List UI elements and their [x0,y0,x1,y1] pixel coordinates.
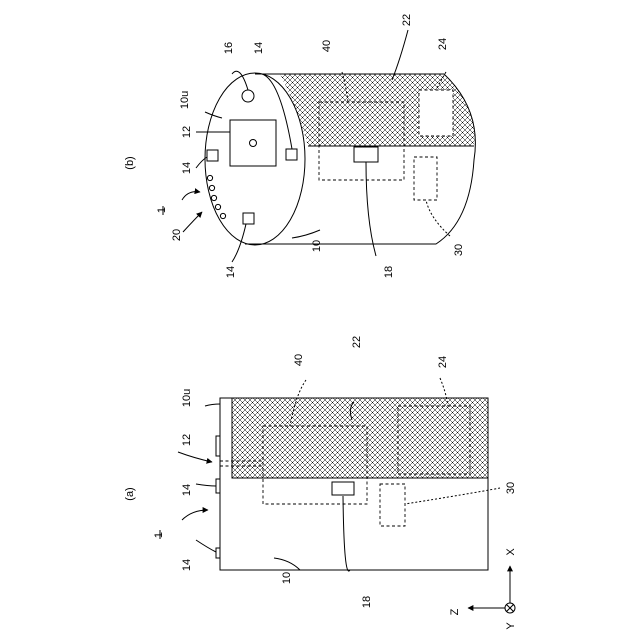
axis-z-label: Z [449,608,461,615]
ref-14-top-a: 14 [181,559,193,571]
ref-30-a: 30 [505,482,517,494]
component-18-b [354,147,378,162]
ref-20-b: 20 [171,229,183,241]
ref-22-b: 22 [401,14,413,26]
axis-y-label: Y [505,622,517,630]
ref-22-a: 22 [351,336,363,348]
element-14-b [207,150,218,161]
ref-12-a: 12 [181,434,193,446]
protrusion-14-top [216,548,220,558]
component-30-b [414,157,437,200]
ref-1-a: 1 [153,532,165,538]
vent-hole-20 [207,175,212,180]
panel-label-b: (b) [124,156,136,169]
module-12-center [250,140,257,147]
figure-b: (b) 1 20 14 12 10u 16 14 14 40 22 24 30 … [124,14,475,278]
panel-label-a: (a) [124,487,136,500]
vent-hole-20 [209,185,214,190]
ref-1-b: 1 [156,207,168,213]
axis-x-label: X [505,548,517,556]
vent-hole-20 [215,204,220,209]
ref-30-b: 30 [453,244,465,256]
element-14-a [286,149,297,160]
ref-14-mid-a: 14 [181,484,193,496]
ref-10u-a: 10u [181,389,193,407]
ref-14-a-b: 14 [253,42,265,54]
ref-12-b: 12 [181,126,193,138]
module-12 [230,120,276,166]
ref-10-a: 10 [281,572,293,584]
coordinate-axes: X Y Z [449,548,517,630]
ref-18-b: 18 [383,266,395,278]
element-14-c [243,213,254,224]
figure-a: (a) 1 12 14 14 10u 10 18 40 22 24 30 [124,336,517,608]
ref-10u-b: 10u [179,91,191,109]
ref-24-b: 24 [437,38,449,50]
sensor-16 [242,90,254,102]
vent-hole-20 [220,213,225,218]
ref-10-b: 10 [311,240,323,252]
ref-40-a: 40 [293,354,305,366]
component-24-b [419,90,453,136]
vent-hole-20 [211,195,216,200]
ref-40-b: 40 [321,40,333,52]
protrusion-12 [216,436,220,456]
ref-14-b-left: 14 [181,162,193,174]
component-18 [332,482,354,495]
ref-18-a: 18 [361,596,373,608]
ref-14-c-b: 14 [225,266,237,278]
top-face-10u [205,73,305,245]
component-30 [380,484,405,526]
protrusion-14-mid [216,479,220,493]
ref-24-a: 24 [437,356,449,368]
ref-16-b: 16 [223,42,235,54]
hatched-region-22 [232,398,488,478]
